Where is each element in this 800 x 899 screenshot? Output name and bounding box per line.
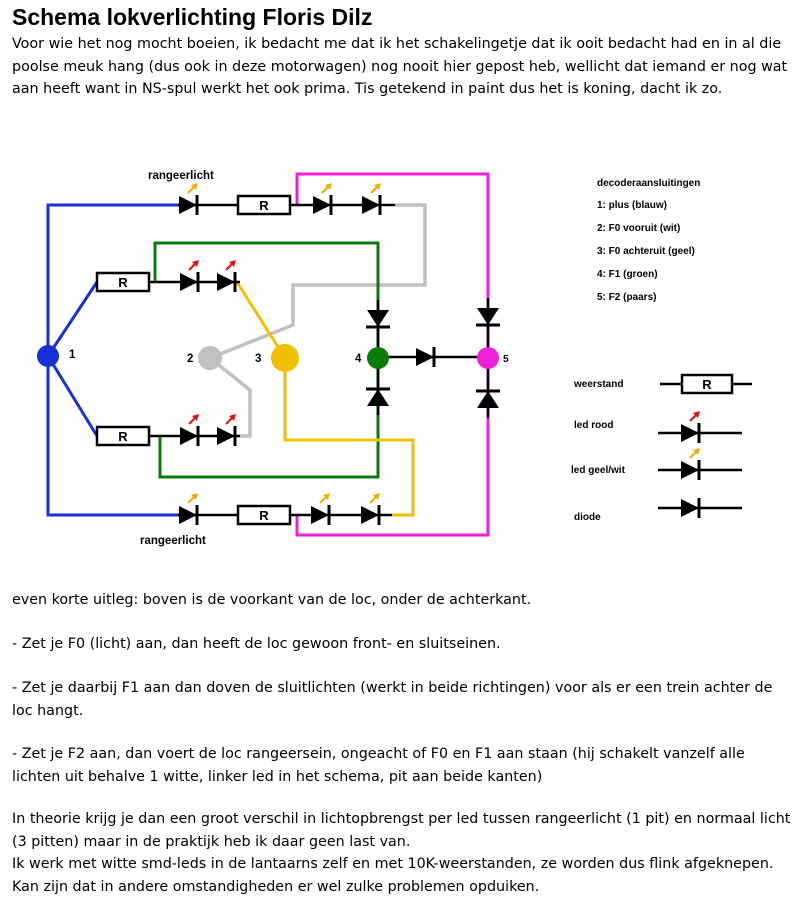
node-label-2: 2	[187, 353, 193, 365]
resistor-lower	[95, 425, 151, 447]
label-rangeerlicht-top: rangeerlicht	[148, 170, 214, 182]
connection-2: 2: F0 vooruit (wit)	[597, 223, 680, 234]
explanation-theory: In theorie krijg je dan een groot versch…	[12, 811, 791, 850]
circuit-diagram: R R R R 1 2 3 4 5 rangeerlicht rangeerli…	[37, 170, 752, 547]
symbol-label-led-red: led rood	[574, 420, 613, 431]
node-label-1: 1	[69, 349, 76, 361]
symbol-label-diode: diode	[574, 512, 601, 523]
connection-5: 5: F2 (paars)	[597, 292, 656, 303]
wire-f0-forward-white	[208, 203, 427, 438]
led-top-rangeer	[177, 182, 199, 217]
wire-f0-reverse-yellow	[235, 281, 415, 517]
node-1-plus	[37, 345, 59, 367]
connection-4: 4: F1 (groen)	[597, 269, 658, 280]
symbol-label-led-yellow-white: led geel/wit	[571, 465, 626, 476]
symbol-led-yellow-white	[679, 447, 701, 482]
node-label-4: 4	[355, 353, 362, 365]
resistor-bottom	[236, 504, 292, 526]
node-label-5: 5	[503, 354, 509, 365]
node-3-f0-reverse	[271, 344, 299, 372]
symbol-label-resistor: weerstand	[573, 379, 623, 390]
node-2-f0-forward	[198, 346, 222, 370]
led-top-1	[311, 182, 333, 217]
led-red-upper-2	[215, 259, 237, 294]
legend-symbols: weerstand R led rood led geel/wit diode	[571, 373, 752, 523]
explanation-f2: - Zet je F2 aan, dan voert de loc rangee…	[12, 746, 745, 785]
page-title: Schema lokverlichting Floris Dilz	[12, 4, 373, 30]
symbol-diode	[679, 496, 701, 520]
resistor-letter: R	[259, 508, 269, 523]
node-5-f2	[477, 347, 499, 369]
led-bottom-rangeer	[177, 492, 199, 527]
diode-4-to-5	[414, 345, 436, 369]
diode-5-bottom	[474, 389, 502, 410]
diode-4-bottom	[364, 387, 392, 408]
explanation-f0: - Zet je F0 (licht) aan, dan heeft de lo…	[12, 636, 501, 652]
led-bottom-2	[359, 492, 381, 527]
node-4-f1	[367, 347, 389, 369]
connection-3: 3: F0 achteruit (geel)	[597, 246, 695, 257]
resistor-letter: R	[259, 198, 269, 213]
resistor-letter: R	[702, 377, 712, 392]
legend-title: decoderaansluitingen	[597, 178, 700, 189]
led-red-lower-1	[178, 413, 200, 448]
node-label-3: 3	[255, 353, 261, 365]
led-red-upper-1	[178, 259, 200, 294]
explanation-practice: Ik werk met witte smd-leds in de lantaar…	[12, 856, 774, 895]
resistor-top	[236, 194, 292, 216]
diode-4-top	[364, 308, 392, 329]
label-rangeerlicht-bottom: rangeerlicht	[140, 535, 206, 547]
symbol-led-red	[679, 410, 701, 445]
explanation-intro: even korte uitleg: boven is de voorkant …	[12, 592, 532, 608]
explanation-f1: - Zet je daarbij F1 aan dan doven de slu…	[12, 680, 773, 719]
legend-decoder-connections: decoderaansluitingen 1: plus (blauw) 2: …	[597, 178, 700, 303]
wire-f2-purple	[295, 172, 490, 537]
intro-paragraph: Voor wie het nog mocht boeien, ik bedach…	[12, 36, 788, 98]
wire-plus-blue	[46, 203, 180, 517]
resistor-letter: R	[118, 275, 128, 290]
connection-1: 1: plus (blauw)	[597, 200, 667, 211]
led-top-2	[360, 182, 382, 217]
led-red-lower-2	[215, 413, 237, 448]
resistor-letter: R	[118, 429, 128, 444]
led-bottom-1	[309, 492, 331, 527]
resistor-upper	[95, 271, 151, 293]
symbol-resistor	[680, 373, 734, 395]
diode-5-top	[474, 306, 502, 327]
